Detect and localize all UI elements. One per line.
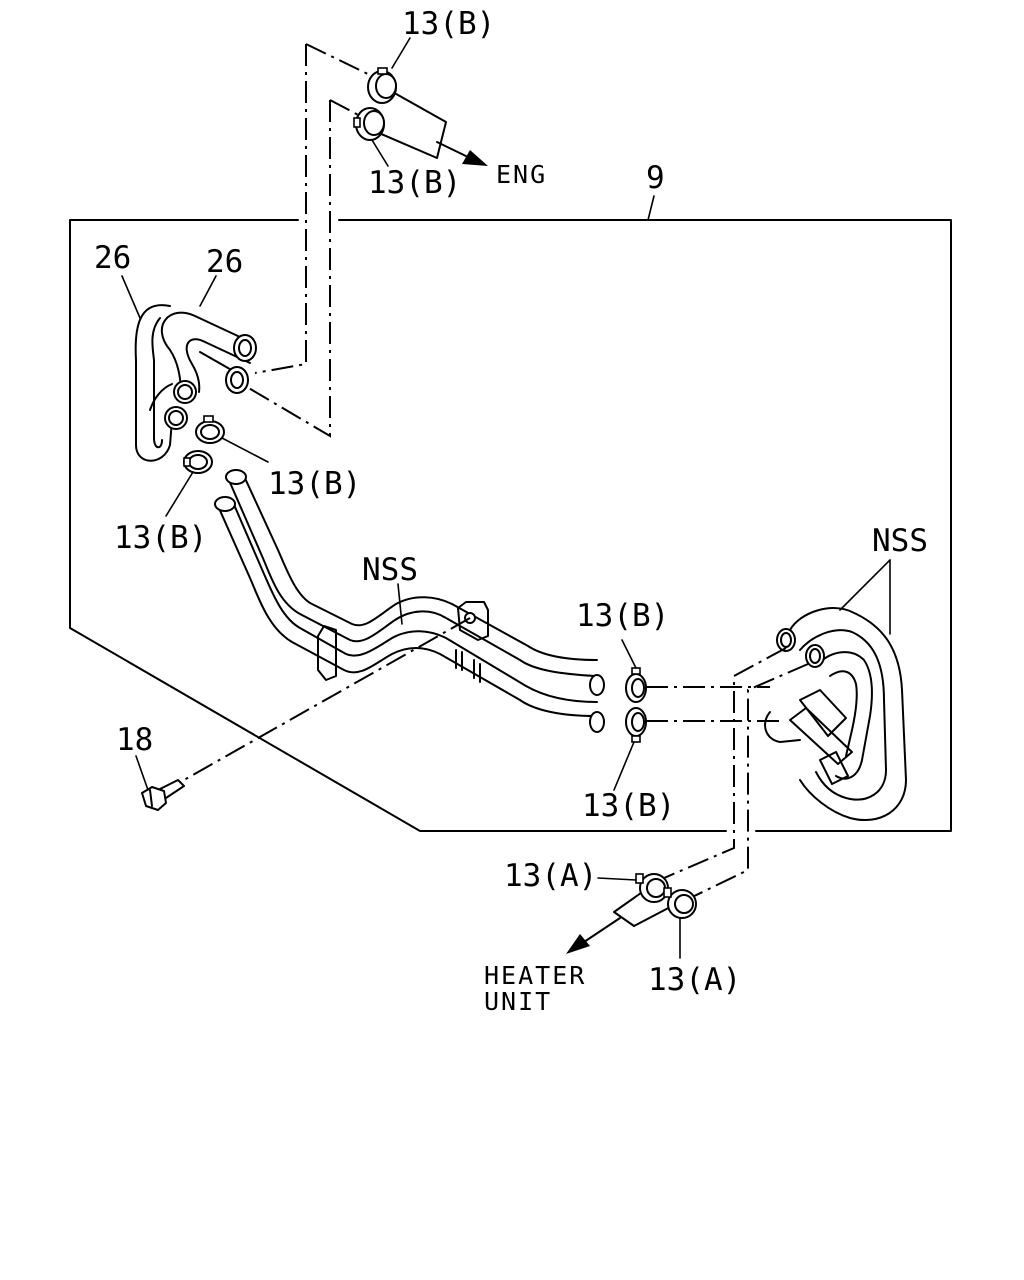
label-13b-mid-lower: 13(B) xyxy=(582,788,675,824)
clamp-13b-left-upper[interactable] xyxy=(195,415,225,444)
bolt-centerline xyxy=(183,617,471,781)
clamp-13b-top[interactable] xyxy=(367,67,397,104)
leader-13b-mid-upper xyxy=(621,639,637,669)
leader-13b-left-lower xyxy=(165,471,194,517)
label-13b-left-lower: 13(B) xyxy=(114,520,207,556)
label-heater-line1: HEATER xyxy=(484,961,586,990)
label-heater-line2: UNIT xyxy=(484,987,552,1016)
leader-26-left xyxy=(121,275,141,319)
clamp-13a-upper[interactable] xyxy=(635,873,669,903)
clamp-13b-mid-upper[interactable] xyxy=(625,667,647,703)
eng-arrow-head xyxy=(462,150,488,166)
eng-route-outer xyxy=(254,43,373,374)
label-18: 18 xyxy=(116,722,153,758)
heater-hose-end xyxy=(613,887,677,927)
label-13b-top: 13(B) xyxy=(402,6,495,42)
leader-13b-top-lower xyxy=(371,139,389,167)
label-26-left: 26 xyxy=(94,240,131,276)
clamp-13a-lower[interactable] xyxy=(663,887,697,919)
leader-nss-right-a xyxy=(839,559,891,611)
label-26-right: 26 xyxy=(206,244,243,280)
hose-assembly-nss-right[interactable] xyxy=(764,607,907,821)
eng-hose-end xyxy=(371,85,447,159)
hose-26-upper[interactable] xyxy=(160,311,257,394)
hose-26-lower[interactable] xyxy=(134,304,197,462)
heater-arrow-shaft xyxy=(583,917,621,943)
eng-route-inner xyxy=(246,99,365,438)
heater-route-inner xyxy=(685,663,809,901)
label-assembly-9: 9 xyxy=(646,160,665,196)
label-nss-right: NSS xyxy=(872,523,928,559)
assembly-outline xyxy=(69,219,952,832)
pipe-assembly-nss-left[interactable] xyxy=(214,469,605,733)
label-13b-top-lower: 13(B) xyxy=(368,165,461,201)
label-13a-upper: 13(A) xyxy=(504,858,597,894)
leader-13b-top xyxy=(391,37,411,69)
label-eng: ENG xyxy=(496,160,547,189)
label-13b-mid-upper: 13(B) xyxy=(576,598,669,634)
label-13a-lower: 13(A) xyxy=(648,962,741,998)
eng-arrow-shaft xyxy=(436,141,471,159)
leader-13b-mid-lower xyxy=(613,741,635,791)
assembly-leader xyxy=(647,195,655,221)
leader-13b-left-upper xyxy=(221,437,269,463)
label-13b-left-upper: 13(B) xyxy=(268,466,361,502)
clamp-13b-top-lower[interactable] xyxy=(353,107,385,141)
heater-arrow-head xyxy=(566,934,590,954)
leader-18 xyxy=(135,755,149,791)
leader-13a-upper xyxy=(597,877,637,881)
clamp-13b-mid-lower[interactable] xyxy=(625,707,647,743)
bolt-18[interactable] xyxy=(141,779,185,811)
clamp-13b-left-lower[interactable] xyxy=(183,450,213,474)
heater-route-outer xyxy=(663,647,787,879)
label-nss-left: NSS xyxy=(362,552,418,588)
leader-26-right xyxy=(199,275,217,307)
leader-nss-left xyxy=(397,583,403,625)
